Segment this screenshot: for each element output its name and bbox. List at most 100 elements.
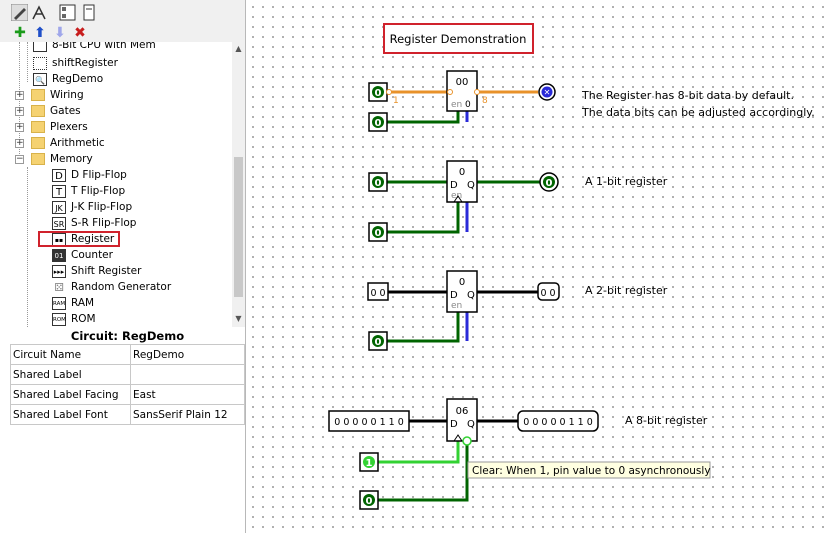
svg-text:en: en [451,191,462,201]
component-tree: 8-Bit CPU with Mem shiftRegister 🔍RegDem… [0,42,232,327]
tree-item-register[interactable]: ▪▪Register [52,231,114,247]
shift-register-icon: ▸▸▸ [52,264,66,278]
svg-text:1: 1 [393,96,399,106]
property-value[interactable] [130,364,245,385]
register-1[interactable]: 0 0 00 en 0 1 8 ✕ [368,70,556,132]
folder-icon [31,89,45,101]
tree-item-arithmetic[interactable]: Arithmetic [31,135,105,151]
property-key: Shared Label Font [10,404,131,425]
project-toolbar: ✚ ⬆ ⬇ ✖ [0,24,245,42]
svg-text:0: 0 [459,277,465,288]
property-value[interactable]: SansSerif Plain 12 [130,404,245,425]
svg-text:Register Demonstration: Register Demonstration [390,32,527,46]
tree-item-random-generator[interactable]: ⚄Random Generator [52,279,171,295]
svg-text:0 0: 0 0 [370,288,385,299]
expand-gates[interactable]: + [15,106,24,116]
folder-open-icon [31,153,45,165]
properties-table: Circuit Name RegDemo Shared Label Shared… [10,344,245,425]
rom-icon: ROM [52,312,66,326]
magnifier-icon: 🔍 [33,72,47,86]
svg-text:D: D [450,180,458,191]
folder-icon [31,137,45,149]
tree-item-shiftregister[interactable]: shiftRegister [33,55,118,71]
scroll-up-icon[interactable]: ▲ [235,44,242,53]
note-line-1: The Register has 8-bit data by default. [581,89,794,102]
left-panel: ✚ ⬆ ⬇ ✖ 8-Bit CPU with Mem shiftRegister… [0,0,246,533]
register-4[interactable]: 0 0 0 0 0 1 1 0 06 D Q 0 0 0 0 0 1 1 0 1… [328,398,599,510]
expand-wiring[interactable]: + [15,90,24,100]
property-key: Shared Label Facing [10,384,131,405]
svg-text:Clear: When 1, pin value to 0: Clear: When 1, pin value to 0 asynchrono… [472,465,711,477]
svg-text:D: D [450,290,458,301]
scroll-thumb[interactable] [234,157,243,297]
svg-text:00: 00 [456,77,469,88]
ram-icon: RAM [52,296,66,310]
title-label[interactable]: Register Demonstration [383,23,534,54]
tree-item-regdemo[interactable]: 🔍RegDemo [33,71,103,87]
svg-text:0: 0 [375,88,382,99]
counter-icon: 01 [52,248,66,262]
label-1bit: A 1-bit register [585,175,668,188]
tree-item-wiring[interactable]: Wiring [31,87,84,103]
wiring-icon[interactable] [30,3,49,22]
d-flipflop-icon: D [52,168,66,182]
expand-arithmetic[interactable]: + [15,138,24,148]
svg-text:0: 0 [375,178,382,189]
svg-text:D: D [450,419,458,430]
svg-text:0 0 0 0 0 1 1 0: 0 0 0 0 0 1 1 0 [523,417,593,428]
tree-item-shift-register[interactable]: ▸▸▸Shift Register [52,264,142,278]
property-key: Circuit Name [10,344,131,365]
layout-icon[interactable] [58,3,77,22]
property-value[interactable]: RegDemo [130,344,245,365]
circuit-canvas[interactable]: Register Demonstration 0 0 00 en 0 1 8 [246,0,832,533]
table-row: Shared Label [10,364,245,385]
add-icon[interactable]: ✚ [14,25,26,41]
table-row: Circuit Name RegDemo [10,344,245,365]
svg-text:0: 0 [465,100,471,110]
circuit-icon [33,42,47,52]
dice-icon: ⚄ [52,280,66,294]
tree-item-memory[interactable]: Memory [31,151,93,167]
table-row: Shared Label Facing East [10,384,245,405]
appearance-icon[interactable] [80,3,99,22]
svg-text:0: 0 [546,178,553,189]
tool-toolbar [0,0,245,24]
register-3[interactable]: 0 0 0 0 D Q en 0 0 [367,270,560,351]
tree-item-gates[interactable]: Gates [31,103,81,119]
collapse-memory[interactable]: − [15,154,24,164]
svg-text:1: 1 [366,458,373,469]
clear-tooltip: Clear: When 1, pin value to 0 asynchrono… [467,461,711,479]
svg-text:0 0: 0 0 [540,288,555,299]
register-2[interactable]: 0 0 0 D Q en 0 [368,160,559,242]
note-line-2: The data bits can be adjusted accordingl… [581,106,815,119]
edit-icon[interactable] [10,3,29,22]
tree-item-8bit-cpu[interactable]: 8-Bit CPU with Mem [33,42,156,53]
move-up-icon[interactable]: ⬆ [34,25,46,41]
table-row: Shared Label Font SansSerif Plain 12 [10,404,245,425]
svg-text:Q: Q [467,290,475,301]
tree-scrollbar[interactable]: ▲ ▼ [232,42,245,327]
property-value[interactable]: East [130,384,245,405]
svg-text:0: 0 [459,167,465,178]
svg-text:0 0 0 0 0 1 1 0: 0 0 0 0 0 1 1 0 [334,417,404,428]
svg-text:06: 06 [456,406,469,417]
t-flipflop-icon: T [52,184,66,198]
svg-text:en: en [451,100,462,110]
scroll-down-icon[interactable]: ▼ [235,314,242,323]
sr-flipflop-icon: SR [52,216,66,230]
delete-icon[interactable]: ✖ [74,25,86,41]
tree-item-plexers[interactable]: Plexers [31,119,88,135]
move-down-icon[interactable]: ⬇ [54,25,66,41]
property-key: Shared Label [10,364,131,385]
svg-text:0: 0 [366,496,373,507]
label-8bit: A 8-bit register [625,414,708,427]
expand-plexers[interactable]: + [15,122,24,132]
svg-text:0: 0 [375,118,382,129]
